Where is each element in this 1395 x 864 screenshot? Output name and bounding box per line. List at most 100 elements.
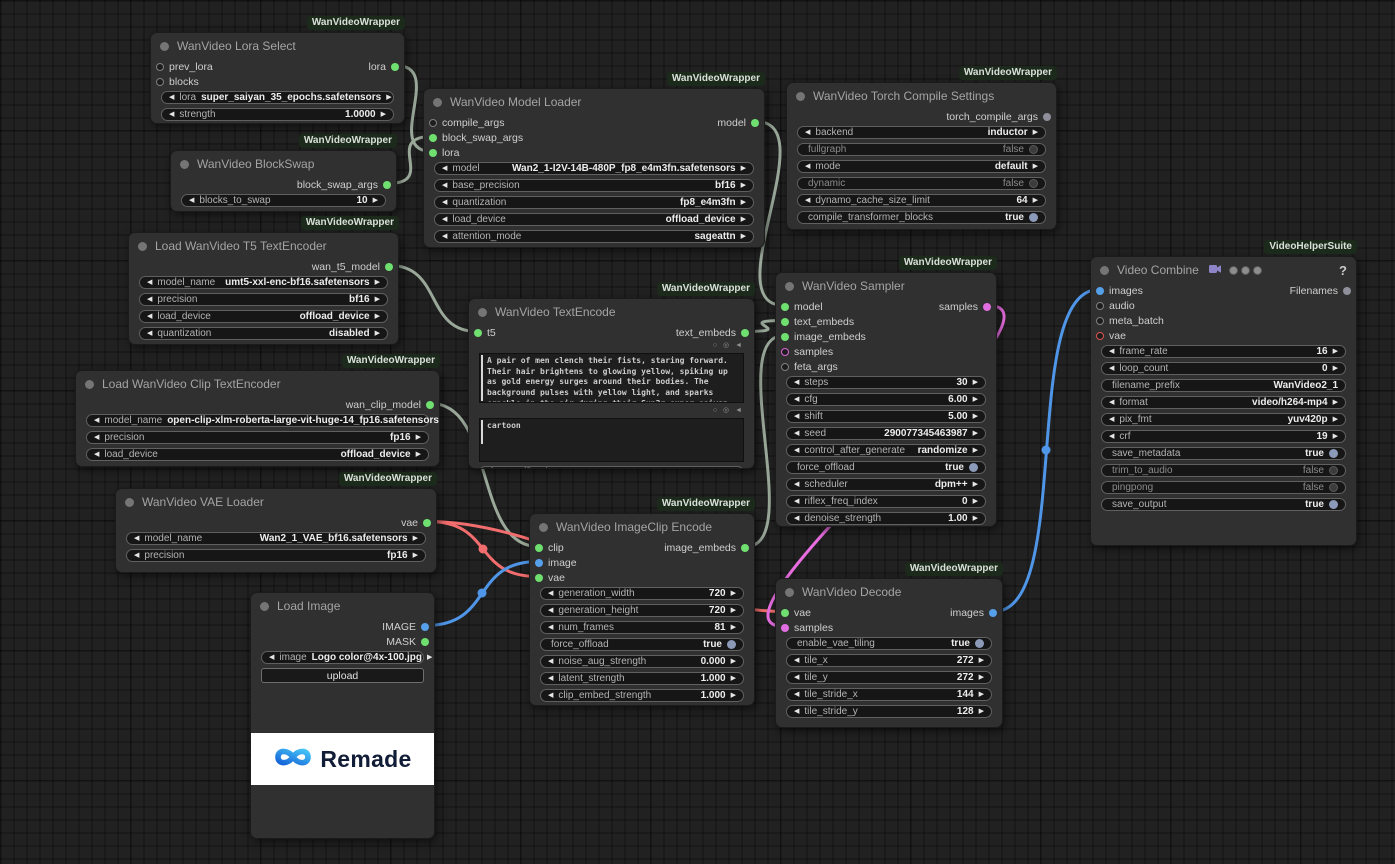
- decrement-arrow[interactable]: ◀: [794, 396, 800, 403]
- collapse-dot[interactable]: [1100, 265, 1109, 275]
- decrement-arrow[interactable]: ◀: [134, 535, 140, 542]
- input-port-samples[interactable]: [781, 623, 789, 632]
- input-port-vae[interactable]: [781, 608, 789, 617]
- vhs-icon[interactable]: [1252, 265, 1262, 275]
- output-port-lora[interactable]: [391, 62, 399, 71]
- node-header[interactable]: WanVideo ImageClip Encode: [530, 514, 754, 540]
- decrement-arrow[interactable]: ◀: [147, 296, 153, 303]
- collapse-dot[interactable]: [180, 159, 189, 169]
- increment-arrow[interactable]: ▶: [374, 330, 380, 337]
- toggle-knob[interactable]: [1329, 466, 1338, 475]
- increment-arrow[interactable]: ▶: [740, 199, 746, 206]
- negative_prompt-textarea[interactable]: cartoon: [479, 418, 744, 462]
- decrement-arrow[interactable]: ◀: [548, 607, 554, 614]
- input-slot-meta_batch[interactable]: meta_batch: [1096, 315, 1164, 327]
- increment-arrow[interactable]: ▶: [1332, 416, 1338, 423]
- input-port-audio[interactable]: [1096, 301, 1104, 310]
- increment-arrow[interactable]: ▶: [415, 451, 421, 458]
- decrement-arrow[interactable]: ◀: [94, 434, 100, 441]
- toggle-knob[interactable]: [1329, 449, 1338, 458]
- input-port-feta_args[interactable]: [781, 362, 789, 371]
- link-midpoint-dot[interactable]: [1041, 445, 1051, 455]
- input-slot-clip[interactable]: clip: [535, 542, 564, 554]
- decrement-arrow[interactable]: ◀: [794, 674, 800, 681]
- input-slot-text_embeds[interactable]: text_embeds: [781, 316, 854, 328]
- output-port-text_embeds[interactable]: [741, 328, 749, 337]
- increment-arrow[interactable]: ▶: [740, 165, 746, 172]
- decrement-arrow[interactable]: ◀: [169, 111, 175, 118]
- decrement-arrow[interactable]: ◀: [805, 129, 811, 136]
- increment-arrow[interactable]: ▶: [978, 691, 984, 698]
- increment-arrow[interactable]: ▶: [1332, 365, 1338, 372]
- output-port-wan_t5_model[interactable]: [385, 262, 393, 271]
- input-port-lora[interactable]: [429, 148, 437, 157]
- increment-arrow[interactable]: ▶: [374, 296, 380, 303]
- increment-arrow[interactable]: ▶: [374, 313, 380, 320]
- node-header[interactable]: Load Image: [251, 593, 434, 619]
- decrement-arrow[interactable]: ◀: [169, 94, 175, 101]
- output-port-images[interactable]: [989, 608, 997, 617]
- increment-arrow[interactable]: ▶: [426, 654, 433, 661]
- collapse-dot[interactable]: [478, 307, 487, 317]
- toggle-knob[interactable]: [1029, 213, 1038, 222]
- decrement-arrow[interactable]: ◀: [794, 691, 800, 698]
- increment-arrow[interactable]: ▶: [415, 434, 421, 441]
- output-slot-samples[interactable]: samples: [939, 299, 991, 314]
- toggle-knob[interactable]: [969, 463, 978, 472]
- node-header[interactable]: WanVideo TextEncode: [469, 299, 754, 325]
- toggle-knob[interactable]: [975, 639, 984, 648]
- output-slot-IMAGE[interactable]: IMAGE: [382, 619, 429, 634]
- collapse-dot[interactable]: [539, 522, 548, 532]
- increment-arrow[interactable]: ▶: [972, 379, 978, 386]
- input-slot-samples[interactable]: samples: [781, 346, 833, 358]
- textarea-toolbar-icons[interactable]: ○ ◎ ◄: [712, 407, 744, 414]
- node-header[interactable]: WanVideo Lora Select: [151, 33, 404, 59]
- decrement-arrow[interactable]: ◀: [794, 708, 800, 715]
- input-slot-compile_args[interactable]: compile_args: [429, 117, 504, 129]
- decrement-arrow[interactable]: ◀: [794, 657, 800, 664]
- input-port-blocks[interactable]: [156, 77, 164, 86]
- output-port-MASK[interactable]: [421, 637, 429, 646]
- input-slot-block_swap_args[interactable]: block_swap_args: [429, 132, 523, 144]
- positive_prompt-textarea[interactable]: A pair of men clench their fists, starin…: [479, 353, 744, 403]
- node-header[interactable]: WanVideo Sampler: [776, 273, 996, 299]
- collapse-dot[interactable]: [160, 41, 169, 51]
- increment-arrow[interactable]: ▶: [1332, 348, 1338, 355]
- increment-arrow[interactable]: ▶: [740, 233, 746, 240]
- upload-button[interactable]: upload: [261, 668, 424, 683]
- node-header[interactable]: WanVideo Decode: [776, 579, 1002, 605]
- decrement-arrow[interactable]: ◀: [94, 417, 100, 424]
- decrement-arrow[interactable]: ◀: [794, 430, 800, 437]
- node-header[interactable]: WanVideo VAE Loader: [116, 489, 436, 515]
- toggle-knob[interactable]: [1329, 500, 1338, 509]
- node-header[interactable]: WanVideo Torch Compile Settings: [787, 83, 1056, 109]
- input-port-model[interactable]: [781, 302, 789, 311]
- node-header[interactable]: WanVideo Model Loader: [424, 89, 764, 115]
- collapse-dot[interactable]: [125, 497, 134, 507]
- input-slot-vae[interactable]: vae: [535, 572, 565, 584]
- decrement-arrow[interactable]: ◀: [1109, 399, 1115, 406]
- increment-arrow[interactable]: ▶: [730, 624, 736, 631]
